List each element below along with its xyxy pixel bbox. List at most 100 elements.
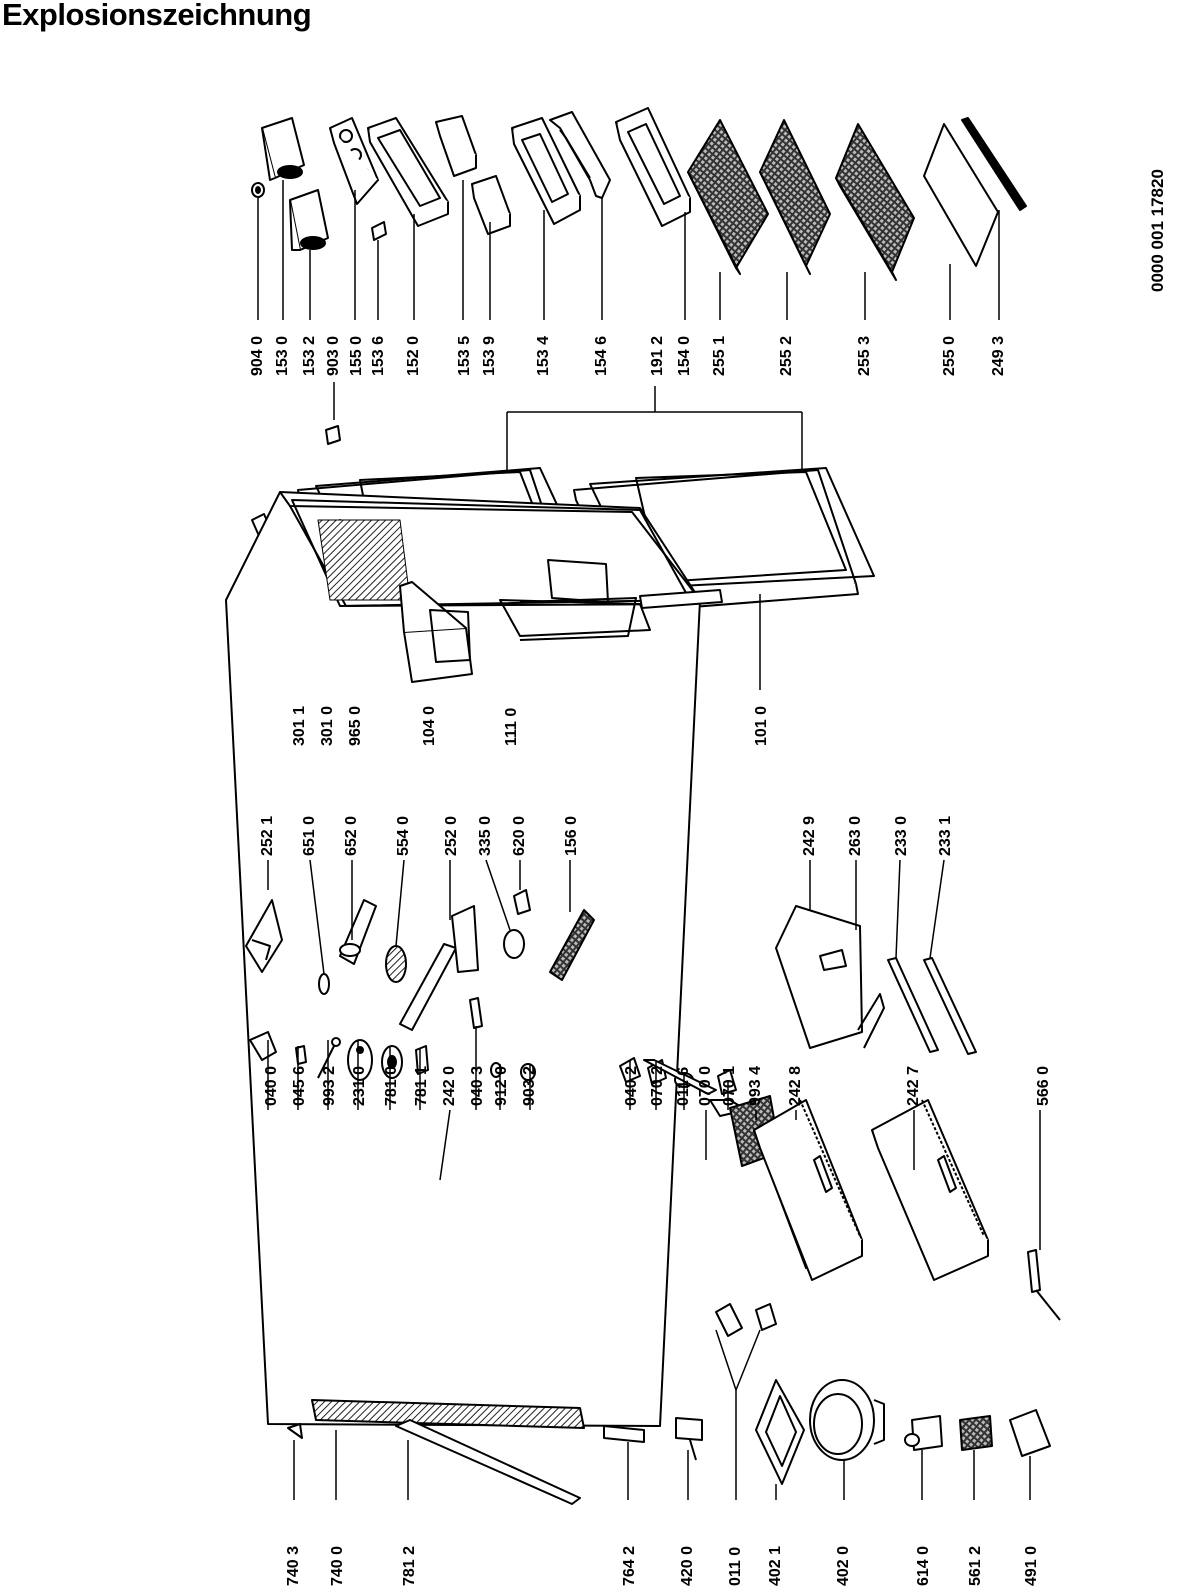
relay-420-icon [675,1417,703,1461]
part-label: 070 0 [697,1066,714,1106]
drip-tray-icon [755,1379,805,1485]
part-label: 153 2 [301,335,318,376]
glass-shelf-1-icon [687,119,769,275]
chiller-box-icon [615,107,691,227]
butter-box-lid-icon [261,117,305,181]
part-label: 153 6 [370,335,387,376]
part-label: 156 0 [563,816,580,856]
thermostat-capillary-icon [1027,1249,1061,1321]
door-rack-large-icon [367,117,449,227]
part-label: 111 0 [503,708,520,746]
part-label: 420 0 [679,1545,696,1586]
part-label: 154 6 [593,335,610,376]
part-label: 301 1 [291,706,308,746]
part-label: 781 2 [401,1545,418,1586]
pin-781-icon [415,1045,429,1075]
cap-740-icon [287,1423,303,1439]
part-label: 255 2 [778,335,795,376]
part-label: 554 0 [395,816,412,856]
part-label: 263 0 [847,815,864,856]
part-label: 402 1 [767,1545,784,1586]
part-label: 191 2 [649,335,666,376]
cover-strip-781-icon [395,1419,581,1505]
part-label: 153 0 [274,335,291,376]
crisper-drawer-1-icon [753,1099,863,1281]
starter-561-icon [959,1415,993,1451]
part-label: 045 6 [291,1066,308,1106]
part-label: 011 6 [675,1067,692,1106]
part-label: 781 0 [383,1066,400,1106]
part-label: 040 0 [263,1066,280,1106]
part-label: 153 9 [481,335,498,376]
part-label: 566 0 [1035,1065,1052,1106]
part-label: 993 4 [747,1065,764,1106]
part-label: 249 3 [990,335,1007,376]
hinge-bracket-icon [469,997,483,1029]
part-label: 252 0 [443,816,460,856]
vent-grill-156-icon [549,909,595,981]
glass-plate-icon [923,123,999,267]
part-label: 904 0 [249,335,266,376]
part-label: 011 0 [727,1546,744,1586]
part-label: 040 3 [469,1066,486,1106]
part-label: 764 2 [621,1545,638,1586]
part-label: 242 7 [905,1065,922,1106]
page-title: Explosionszeichnung [2,0,312,32]
lamp-bulb-icon [318,973,330,995]
part-label: 402 0 [835,1545,852,1586]
compressor-icon [809,1379,885,1461]
part-label: 070 2 [649,1066,666,1106]
freezer-drawer-icon [775,905,885,1049]
part-label: 233 0 [893,815,910,856]
glass-plate-strip-icon [961,117,1027,211]
part-label: 301 0 [319,706,336,746]
part-label: 255 3 [856,335,873,376]
part-label: 252 1 [259,816,276,856]
lamp-housing-icon [245,899,283,973]
part-label: 651 0 [301,816,318,856]
bottle-rack-icon [511,117,581,225]
shelf-rail-233-1-icon [923,957,977,1055]
part-label: 652 0 [343,816,360,856]
small-door-rack-2-icon [471,175,511,235]
screw-903-icon [325,425,341,445]
knob-335-icon [503,929,525,959]
glass-shelf-2-icon [759,119,831,275]
part-label: 614 0 [915,1545,932,1586]
hinge-plate-icon [347,1039,373,1081]
part-label: 233 1 [937,815,954,856]
part-label: 242 8 [787,1065,804,1106]
part-label: 255 0 [941,335,958,376]
control-panel-icon [399,905,479,1031]
bottle-retainer-icon [549,111,611,199]
part-label: 101 0 [753,705,770,746]
part-label: 491 0 [1023,1545,1040,1586]
mid-leader-lines [267,859,1041,1500]
part-label: 993 2 [321,1066,338,1106]
screw-903-2-icon [520,1063,536,1081]
part-label: 903 0 [325,335,342,376]
part-label: 153 4 [535,335,552,376]
part-label: 255 1 [711,335,728,376]
switch-620-icon [513,889,531,915]
door-shelf-bracket-icon [371,221,387,241]
part-label: 242 0 [441,1066,458,1106]
small-door-rack-icon [435,115,477,177]
part-label: 740 0 [329,1545,346,1586]
part-label: 242 9 [801,815,818,856]
part-label: 912 0 [493,1066,510,1106]
terminal-box-614-icon [904,1415,943,1451]
part-label: 104 0 [421,706,438,746]
thermostat-icon [339,899,377,965]
egg-tray-icon [329,117,379,205]
hinge-top-icon [249,1031,277,1061]
part-label: 903 2 [521,1066,538,1106]
part-label: 740 3 [285,1545,302,1586]
part-label: 070 1 [721,1066,738,1106]
shelf-rail-233-0-icon [887,957,939,1053]
screw-904-icon [251,182,265,198]
part-label: 781 1 [413,1066,430,1106]
butter-box-icon [289,189,329,251]
part-label: 561 2 [967,1545,984,1586]
